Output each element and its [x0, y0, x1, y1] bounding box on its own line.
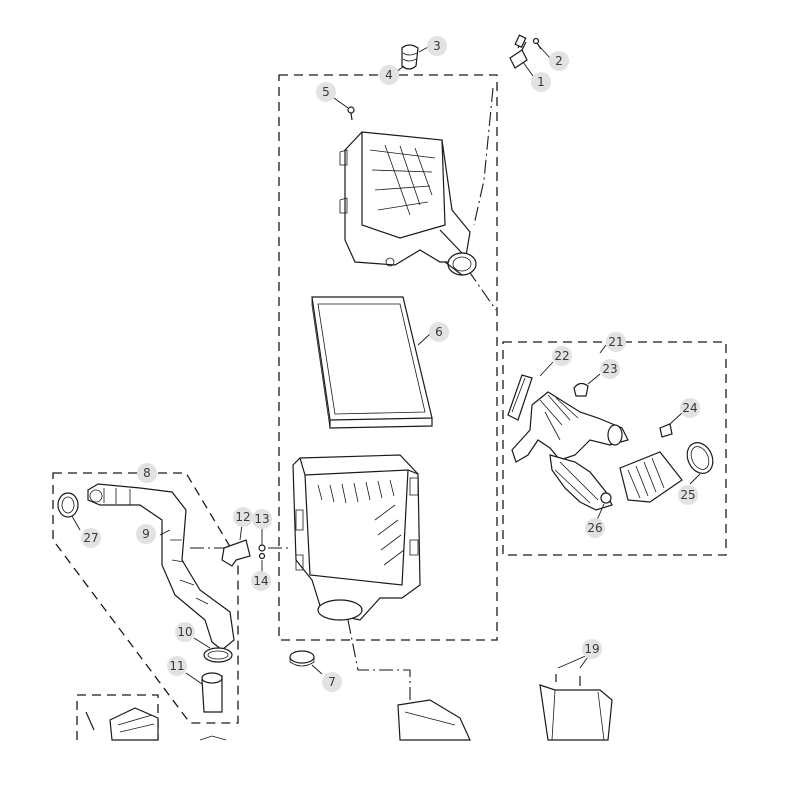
- callout-number: 9: [142, 527, 150, 541]
- callout-number: 24: [682, 401, 697, 415]
- callout-6: 6: [429, 322, 449, 342]
- callout-number: 8: [143, 466, 151, 480]
- callout-bubble: [531, 72, 551, 92]
- callout-9: 9: [136, 524, 156, 544]
- callout-bubble: [678, 485, 698, 505]
- callout-number: 5: [322, 85, 330, 99]
- callout-number: 27: [83, 531, 98, 545]
- lower-left-parts-partial: [85, 707, 227, 741]
- callout-5: 5: [316, 82, 336, 102]
- callout-number: 7: [328, 675, 336, 689]
- bolt-part-5: [347, 106, 355, 121]
- callout-bubble: [252, 509, 272, 529]
- callout-bubble: [81, 528, 101, 548]
- callout-number: 6: [435, 325, 443, 339]
- sensor-part: [509, 34, 528, 69]
- callout-8: 8: [137, 463, 157, 483]
- callout-number: 1: [537, 75, 545, 89]
- callout-number: 3: [433, 39, 441, 53]
- connector-line-sensor: [473, 87, 494, 226]
- breather-hose-assembly: [57, 483, 235, 713]
- callout-bubble: [585, 518, 605, 538]
- callout-number: 22: [554, 349, 569, 363]
- connector-line-duct: [467, 269, 497, 311]
- cap-part-7: [289, 650, 315, 667]
- callout-bubble: [175, 622, 195, 642]
- bracket-part-19: [539, 674, 613, 741]
- callout-13: 13: [252, 509, 272, 529]
- callout-number: 21: [608, 335, 623, 349]
- callout-number: 11: [169, 659, 184, 673]
- callout-bubble: [427, 36, 447, 56]
- callout-1: 1: [531, 72, 551, 92]
- callout-12: 12: [233, 507, 253, 527]
- group-frame-air-cleaner: [278, 74, 498, 641]
- grommet-part-3: [401, 44, 419, 70]
- callout-bubble: [136, 524, 156, 544]
- callout-bubble: [316, 82, 336, 102]
- callout-3: 3: [427, 36, 447, 56]
- callout-bubble: [549, 51, 569, 71]
- filter-element: [311, 296, 433, 429]
- callout-bubble: [680, 398, 700, 418]
- connector-line-lower: [347, 619, 411, 700]
- callout-bubble: [429, 322, 449, 342]
- bracket-assembly: [221, 539, 266, 567]
- callout-bubble: [552, 346, 572, 366]
- callout-19: 19: [582, 639, 602, 659]
- callout-4: 4: [379, 65, 399, 85]
- callout-10: 10: [175, 622, 195, 642]
- callout-bubble: [600, 359, 620, 379]
- air-cleaner-lower-housing: [292, 454, 421, 621]
- callout-14: 14: [251, 571, 271, 591]
- leader-lines: [71, 45, 701, 685]
- callout-bubble: [379, 65, 399, 85]
- callout-25: 25: [678, 485, 698, 505]
- callout-27: 27: [81, 528, 101, 548]
- callout-bubble: [322, 672, 342, 692]
- callout-bubble: [167, 656, 187, 676]
- callout-number: 10: [177, 625, 192, 639]
- callout-bubble: [137, 463, 157, 483]
- intake-duct-assembly: [507, 374, 714, 511]
- callout-number: 25: [680, 488, 695, 502]
- callout-26: 26: [585, 518, 605, 538]
- callout-number: 14: [253, 574, 268, 588]
- callout-number: 2: [555, 54, 563, 68]
- group-frame-lower: [76, 694, 159, 740]
- callout-number: 23: [602, 362, 617, 376]
- callout-7: 7: [322, 672, 342, 692]
- callout-number: 4: [385, 68, 393, 82]
- callout-22: 22: [552, 346, 572, 366]
- group-frame-breather-hose: [52, 472, 239, 724]
- air-cleaner-upper-housing: [339, 131, 477, 276]
- group-frame-intake-duct: [502, 341, 727, 556]
- callout-24: 24: [680, 398, 700, 418]
- callout-21: 21: [606, 332, 626, 352]
- callout-number: 26: [587, 521, 602, 535]
- callout-bubble: [251, 571, 271, 591]
- lower-duct-partial: [397, 699, 471, 741]
- callout-11: 11: [167, 656, 187, 676]
- callout-23: 23: [600, 359, 620, 379]
- callout-number: 19: [584, 642, 599, 656]
- callout-bubble: [233, 507, 253, 527]
- callout-number: 12: [235, 510, 250, 524]
- callout-number: 13: [254, 512, 269, 526]
- callout-2: 2: [549, 51, 569, 71]
- callout-bubble: [606, 332, 626, 352]
- callout-bubble: [582, 639, 602, 659]
